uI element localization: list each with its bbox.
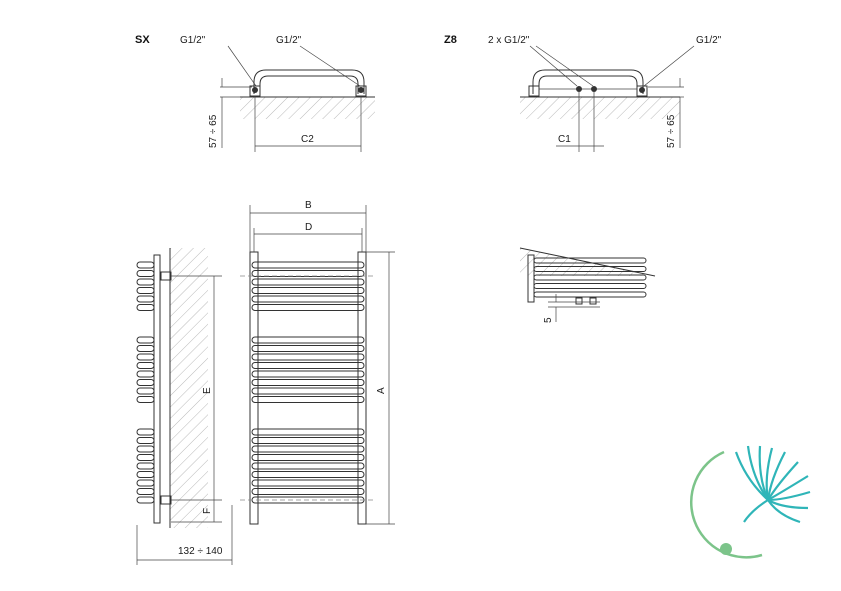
detail-view: 5 xyxy=(519,247,656,323)
side-rung xyxy=(136,496,155,504)
side-rung xyxy=(136,379,155,386)
sx-port-right xyxy=(358,87,364,93)
z8-title: Z8 xyxy=(444,34,457,46)
side-rung xyxy=(136,387,155,395)
side-rung xyxy=(136,445,155,453)
side-rung xyxy=(136,471,155,478)
side-rung xyxy=(136,454,155,461)
detail-rung xyxy=(533,274,647,281)
detail-rung xyxy=(533,266,647,272)
sx-height-dimension: 57 ÷ 65 xyxy=(208,114,219,148)
front-rung xyxy=(251,304,365,311)
logo-ray xyxy=(767,499,801,524)
front-rung xyxy=(251,471,365,478)
side-rung xyxy=(136,295,155,303)
side-wall-hatch xyxy=(170,248,208,528)
front-rung xyxy=(251,370,365,378)
side-rung xyxy=(136,261,155,269)
side-rung xyxy=(136,336,155,344)
logo-ray xyxy=(743,499,769,523)
z8-port-left-label: 2 x G1/2" xyxy=(488,35,530,46)
side-e-dimension: E xyxy=(202,387,213,394)
side-rung xyxy=(136,362,155,369)
side-depth-dimension: 132 ÷ 140 xyxy=(178,546,223,557)
side-f-dimension: F xyxy=(202,508,213,514)
front-rung xyxy=(251,278,365,286)
front-d-dimension: D xyxy=(305,222,312,233)
logo-ray xyxy=(767,475,809,501)
side-rung xyxy=(136,370,155,378)
front-rung xyxy=(251,362,365,369)
side-rung xyxy=(136,479,155,487)
z8-height-dimension: 57 ÷ 65 xyxy=(666,114,677,148)
side-rung xyxy=(136,278,155,286)
sx-port-right-label: G1/2" xyxy=(276,35,302,46)
sx-port-left xyxy=(252,87,258,93)
sx-port-left-label: G1/2" xyxy=(180,35,206,46)
brand-logo xyxy=(690,445,811,559)
sx-top-view: SX G1/2" G1/2" 57 ÷ 65 C2 xyxy=(135,34,375,152)
logo-ray xyxy=(767,490,811,502)
detail-rung xyxy=(533,283,647,289)
front-rung xyxy=(251,428,365,436)
logo-ray xyxy=(767,461,799,501)
z8-port-left-a xyxy=(576,86,582,92)
front-rung xyxy=(251,353,365,361)
front-rung xyxy=(251,387,365,395)
side-rung xyxy=(136,287,155,294)
side-rung xyxy=(136,304,155,311)
front-rung xyxy=(251,488,365,495)
z8-port-right-label: G1/2" xyxy=(696,35,722,46)
front-rung xyxy=(251,396,365,403)
front-rung xyxy=(251,345,365,352)
sx-title: SX xyxy=(135,34,150,46)
front-a-dimension: A xyxy=(376,387,387,394)
front-rung xyxy=(251,445,365,453)
front-rung xyxy=(251,454,365,461)
front-rung xyxy=(251,379,365,386)
side-rung xyxy=(136,428,155,436)
front-rung xyxy=(251,295,365,303)
sx-c2-dimension: C2 xyxy=(301,134,314,145)
front-rung xyxy=(251,261,365,269)
detail-gap-dimension: 5 xyxy=(543,317,554,323)
side-rung xyxy=(136,462,155,470)
logo-ray xyxy=(766,451,786,501)
detail-rung xyxy=(533,257,647,264)
z8-top-view: Z8 2 x G1/2" G1/2" C1 57 ÷ 65 xyxy=(444,34,722,152)
sx-wall-hatch xyxy=(240,97,375,119)
front-rung xyxy=(251,437,365,444)
side-rung xyxy=(136,488,155,495)
z8-c1-dimension: C1 xyxy=(558,134,571,145)
detail-rung xyxy=(533,291,647,298)
front-rung xyxy=(251,287,365,294)
front-view: B D A xyxy=(240,200,395,525)
front-rung xyxy=(251,336,365,344)
side-rung xyxy=(136,345,155,352)
z8-wall-hatch xyxy=(520,97,680,119)
front-rung xyxy=(251,479,365,487)
side-rung xyxy=(136,353,155,361)
z8-port-left-b xyxy=(591,86,597,92)
z8-port-right xyxy=(639,87,645,93)
side-rung xyxy=(136,270,155,277)
front-b-dimension: B xyxy=(305,200,312,211)
side-view: E F 132 ÷ 140 xyxy=(136,248,233,565)
front-rung xyxy=(251,462,365,470)
side-rung xyxy=(136,396,155,403)
front-rung xyxy=(251,270,365,277)
logo-ray xyxy=(767,499,809,510)
side-rung xyxy=(136,437,155,444)
